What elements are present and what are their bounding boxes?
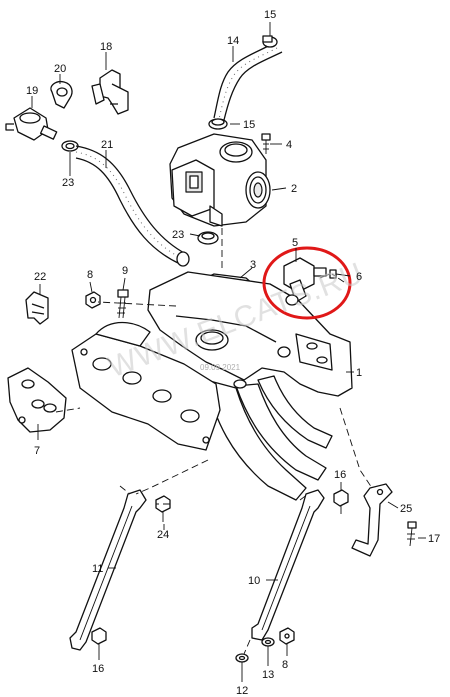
callout-15-top: 15 xyxy=(264,9,276,21)
valve-19 xyxy=(5,107,58,141)
callout-22: 22 xyxy=(34,271,46,283)
callout-8-lower: 8 xyxy=(282,659,288,671)
washer-12 xyxy=(235,653,249,663)
callout-24: 24 xyxy=(157,529,169,541)
callout-5: 5 xyxy=(292,237,298,249)
callout-14: 14 xyxy=(227,35,239,47)
bolt-16-right xyxy=(333,489,349,514)
manifold-flange xyxy=(71,321,221,451)
washer-13 xyxy=(261,637,275,647)
callout-20: 20 xyxy=(54,63,66,75)
clip-22 xyxy=(25,291,49,325)
callout-19: 19 xyxy=(26,85,38,97)
callout-8-top: 8 xyxy=(87,269,93,281)
callout-11: 11 xyxy=(92,563,103,575)
bracket-18 xyxy=(91,69,129,115)
clip-20 xyxy=(50,80,73,109)
leader-lines xyxy=(31,22,426,682)
support-bracket-11 xyxy=(69,489,147,651)
highlight-ring xyxy=(262,246,352,320)
callout-13: 13 xyxy=(262,669,274,681)
bracket-25 xyxy=(351,483,393,557)
callout-12: 12 xyxy=(236,685,248,697)
callout-1: 1 xyxy=(356,367,362,379)
callout-23-left: 23 xyxy=(62,177,74,189)
bolt-17 xyxy=(407,521,417,547)
screw-4 xyxy=(261,133,271,154)
hose-21 xyxy=(75,145,190,267)
intake-manifold-1 xyxy=(147,271,353,501)
intake-temperature-sensor-5 xyxy=(283,257,327,306)
hose-clip-15-top xyxy=(262,35,278,48)
callout-7: 7 xyxy=(34,445,40,457)
assembly-lines xyxy=(55,228,373,655)
bolt-24 xyxy=(155,495,171,522)
callout-9: 9 xyxy=(122,265,128,277)
nut-8 xyxy=(85,291,101,309)
support-bracket-10 xyxy=(251,489,325,641)
callout-3: 3 xyxy=(250,259,256,271)
hose-14 xyxy=(213,43,283,121)
callout-15-middle: 15 xyxy=(243,119,255,131)
callout-2: 2 xyxy=(291,183,297,195)
nut-8-lower xyxy=(279,627,295,645)
hose-clip-15-middle xyxy=(208,118,228,130)
callout-6: 6 xyxy=(356,271,362,283)
callout-4: 4 xyxy=(286,139,292,151)
callout-18: 18 xyxy=(100,41,112,53)
throttle-body-2 xyxy=(169,133,271,227)
callout-16-right: 16 xyxy=(334,469,346,481)
watermark-date: 09.09.2021 xyxy=(200,363,241,372)
gasket-7 xyxy=(7,367,67,433)
callout-21: 21 xyxy=(101,139,113,151)
bolt-9 xyxy=(117,289,129,319)
hose-clip-23-lower xyxy=(197,231,219,245)
callout-16-left: 16 xyxy=(92,663,104,675)
bolt-16-left xyxy=(91,627,107,654)
hose-clip-23-left xyxy=(61,140,79,152)
callout-10: 10 xyxy=(248,575,260,587)
callout-25: 25 xyxy=(400,503,412,515)
callout-labels: 15 14 18 20 19 15 4 21 23 2 23 5 3 6 22 … xyxy=(26,9,440,697)
callout-17: 17 xyxy=(428,533,440,545)
callout-23-lower: 23 xyxy=(172,229,184,241)
